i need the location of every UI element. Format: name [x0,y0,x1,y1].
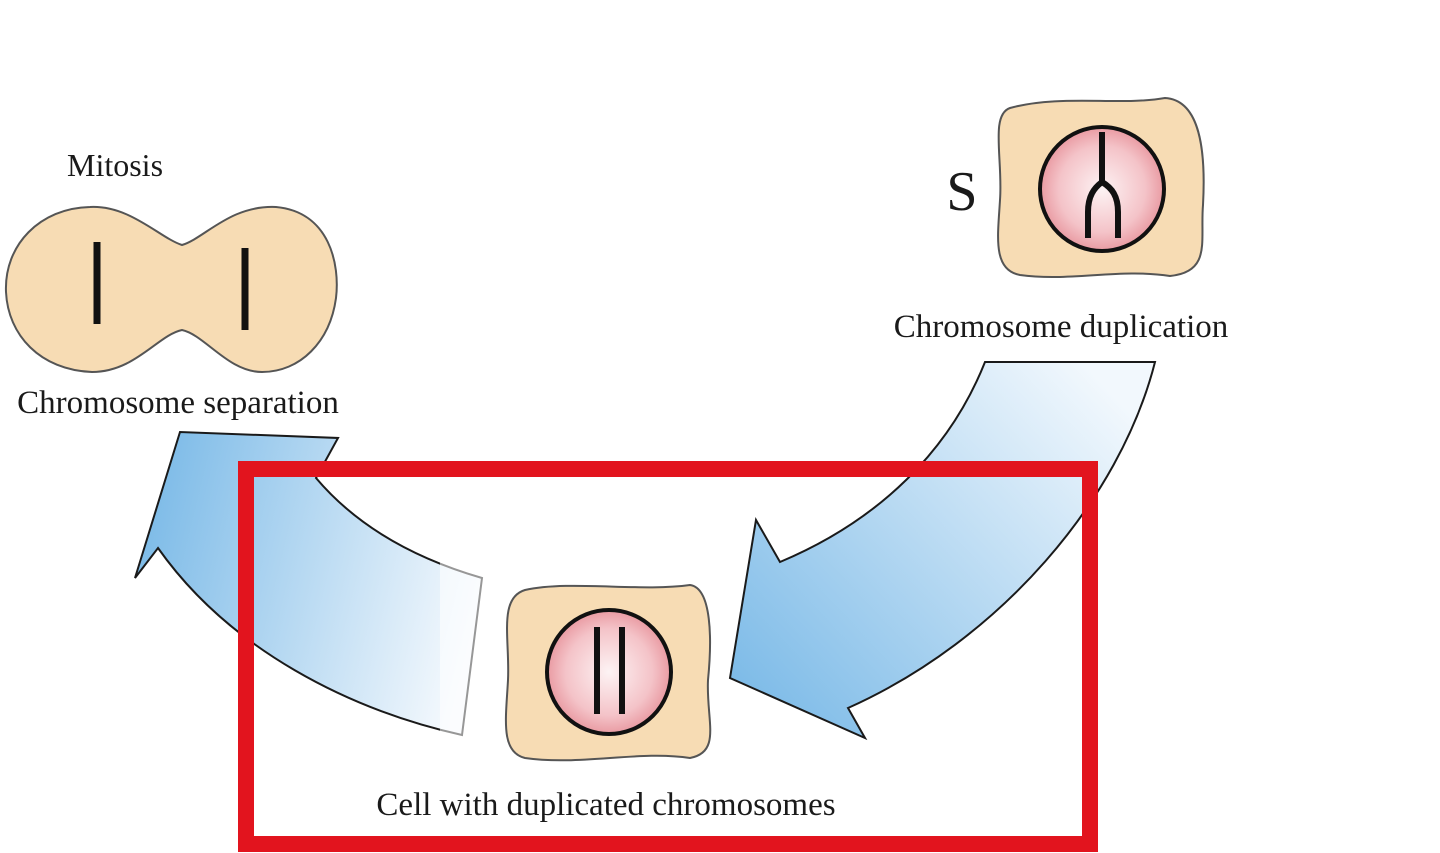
s-phase-cell [997,96,1205,279]
duplicated-nucleus [545,608,673,736]
label-mitosis: Mitosis [67,147,163,183]
dividing-cell-membrane [4,205,338,374]
duplicated-cell [504,583,712,762]
mitosis-cell [4,205,338,374]
label-cell-with-duplicated-chromosomes: Cell with duplicated chromosomes [376,787,835,823]
label-chromosome-separation: Chromosome separation [17,385,339,421]
highlight-box [238,461,1098,852]
replicating-chromosome [1085,132,1121,238]
arrow-cell-to-mitosis [134,430,484,737]
label-chromosome-duplication: Chromosome duplication [894,309,1229,345]
label-s-phase: S [946,161,977,223]
s-phase-nucleus [1038,125,1166,253]
arrow-duplication-to-cell [728,361,1157,741]
